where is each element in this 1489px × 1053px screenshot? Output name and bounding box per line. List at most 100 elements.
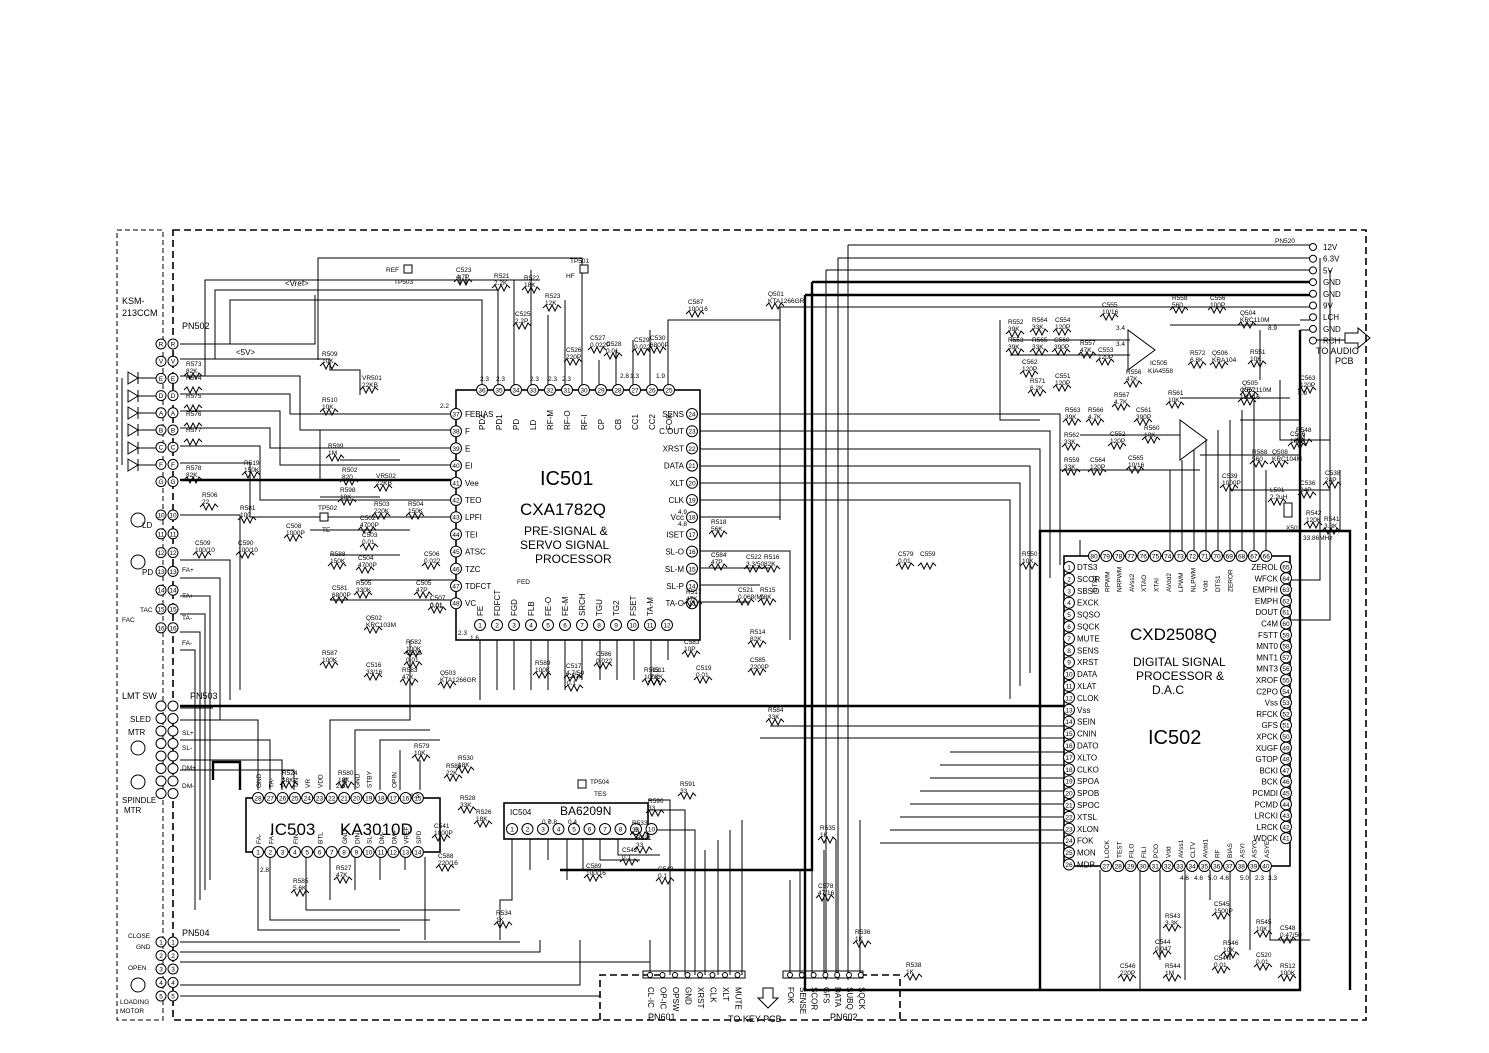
v5-label: <5V>: [236, 348, 255, 357]
component-ref: C543: [658, 866, 674, 873]
pn601-pin-label: XRST: [696, 987, 705, 1008]
component-value: 120P: [1022, 366, 1037, 373]
component-value: 2.2K: [650, 674, 664, 681]
component-ref: R564: [1032, 317, 1048, 324]
ic502-top-pin: [1124, 550, 1137, 562]
component-symbol: [521, 285, 541, 295]
component-symbol: [1087, 467, 1107, 477]
component-ref: R584: [768, 707, 784, 714]
ic504-pin: [568, 823, 580, 835]
component-symbol: [491, 283, 511, 293]
component-value: 1000P: [286, 530, 305, 537]
pn502-pin-label-b: 13: [169, 569, 177, 576]
component-value: 0.068(M): [738, 594, 764, 601]
component-ref: C538: [1325, 470, 1341, 477]
component-value: KRC103M: [366, 622, 396, 629]
ic503-bottom-pin-label: DM-: [379, 832, 386, 844]
component-value: 33K: [768, 714, 780, 721]
ic504-pin: [645, 823, 658, 835]
ic502-left-pin-number: 11: [1066, 684, 1073, 691]
ic502-left-pin: [1063, 608, 1075, 621]
ic502-top-pin-label: DTS2: [1092, 575, 1099, 592]
component-ref: C512: [406, 650, 422, 657]
ic502-top-pin: [1235, 550, 1248, 562]
component-symbol: [455, 765, 475, 775]
ic503-top-pin: [350, 792, 363, 804]
pn504-pin-label-b: 3: [171, 967, 175, 974]
component-value: 100K: [406, 646, 422, 653]
ic502-bottom-pin-number: 30: [1139, 864, 1147, 871]
pn503-pin-a: [155, 788, 167, 799]
ic501-left-pin-label: LPFI: [465, 513, 482, 522]
component-ref: C579: [898, 551, 914, 558]
pn504-pin-a: [155, 950, 167, 961]
ic502-left-pin-number: 26: [1065, 862, 1073, 869]
component-ref: C516: [366, 662, 382, 669]
voltage-label: 1.6: [470, 635, 479, 642]
ic501-top-pin: [544, 384, 556, 396]
ic502-left-pin-number: 18: [1065, 767, 1073, 774]
pn502-pin-label-a: V: [159, 359, 164, 366]
to-audio-arrow-icon: [1344, 326, 1371, 350]
component-ref: C502: [360, 515, 376, 522]
ic503-bottom-pin: [338, 846, 351, 858]
component-symbol: [1019, 561, 1039, 571]
pn601-pin-label: GND: [684, 987, 693, 1005]
ic501-top-pin-number: 31: [563, 388, 571, 395]
component-value: 33: [636, 842, 644, 849]
ic501-left-pin: [450, 528, 462, 541]
component-ref: R558: [1172, 295, 1188, 302]
component-value: 100/16: [688, 306, 708, 313]
ic502-left-pin-label: CLKO: [1077, 765, 1099, 774]
ic501-right-pin-number: 19: [688, 498, 696, 505]
pn502-pin-label-b: R: [171, 342, 176, 349]
ic502-top-pin-number: 68: [1238, 554, 1246, 561]
pn520-pin-label: RCH: [1323, 337, 1341, 346]
ic502-left-pin: [1063, 620, 1075, 633]
ic502-left-pin-number: 12: [1065, 695, 1073, 702]
pn502-pin-label-b: E: [171, 376, 176, 383]
component-value: KRC110M: [1240, 317, 1270, 324]
ic502-bottom-pin-number: 36: [1213, 864, 1221, 871]
ic502-left-pin-number: 24: [1065, 838, 1073, 845]
ic501-bottom-pin-label: FDFCT: [493, 590, 502, 616]
pn502-pin-label-a: 13: [157, 569, 165, 576]
ic501-left-pin-number: 38: [452, 429, 460, 436]
ic501-bottom-pin-label: FE-M: [561, 596, 570, 616]
ic502-left-pin: [1063, 775, 1075, 788]
ic502-part: CXD2508Q: [1130, 625, 1217, 644]
pn601-pin-label: CLK: [709, 987, 718, 1003]
ic503-top-pin-number: 18: [377, 796, 385, 803]
component-value: 33K: [1064, 439, 1076, 446]
pn503-pin-a: [155, 750, 167, 762]
pn502-pin-label-b: C: [171, 445, 176, 452]
ic502-right-pin-label: DOUT: [1255, 608, 1278, 617]
pn601-pin-label: MUTE: [734, 987, 743, 1010]
ic502-right-pin-label: EMPHI: [1253, 586, 1278, 595]
ic501-left-pin: [450, 580, 462, 592]
voltage-label: 2.8: [260, 867, 269, 874]
component-symbol: [1249, 459, 1269, 469]
ic501-left-pin: [450, 459, 462, 472]
component-value: 120P: [1055, 380, 1070, 387]
ic501-right-pin-label: XLT: [670, 479, 684, 488]
component-symbol: [192, 550, 212, 560]
ic501-desc-2: SERVO SIGNAL: [520, 538, 609, 552]
component-symbol: [542, 303, 562, 313]
ic502-top-pin: [1174, 550, 1187, 562]
ic501-left-pin-label: TEO: [465, 496, 481, 505]
component-value: 82K: [186, 368, 198, 375]
ic502-top-pin-number: 73: [1176, 554, 1184, 561]
pn504-pin-label-a: 2: [159, 953, 163, 960]
ic501-bottom-pin: [593, 619, 605, 631]
voltage-label: 0.7: [542, 819, 551, 826]
pn503-pin-b: [167, 788, 179, 799]
ic503-top-pin-number: 26: [279, 796, 287, 803]
pn520-pin: [1309, 324, 1317, 333]
ic501-top-pin: [663, 384, 675, 396]
component-symbol: [1019, 369, 1039, 379]
ic501-top-pin: [578, 384, 590, 396]
component-ref: C518: [567, 673, 583, 680]
component-ref: C555: [1102, 302, 1118, 309]
